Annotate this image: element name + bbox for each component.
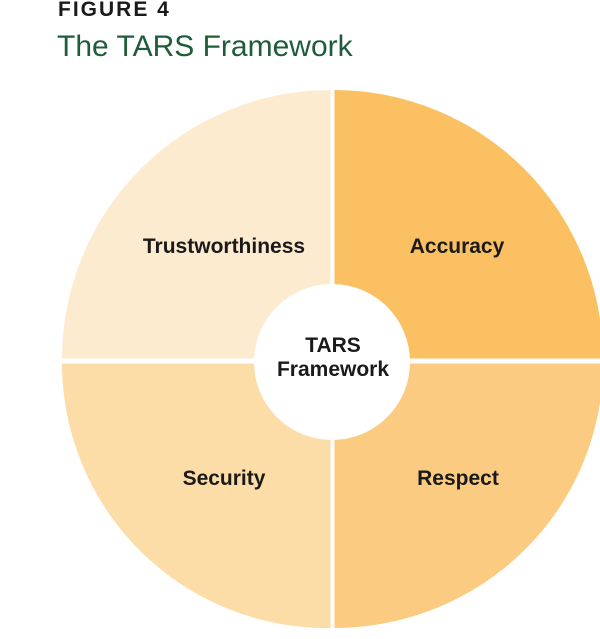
- quadrant-accuracy: [334, 90, 600, 359]
- quadrant-security: [61, 363, 331, 629]
- label-security: Security: [183, 467, 266, 490]
- center-circle: [254, 284, 410, 440]
- center-label-line2: Framework: [277, 358, 389, 381]
- quadrant-respect: [334, 363, 600, 628]
- quadrant-trustworthiness: [62, 90, 331, 359]
- label-respect: Respect: [417, 467, 499, 490]
- label-accuracy: Accuracy: [410, 235, 505, 258]
- label-trustworthiness: Trustworthiness: [143, 235, 305, 258]
- center-label-line1: TARS: [305, 334, 361, 357]
- figure-title: The TARS Framework: [57, 30, 353, 63]
- figure-label: FIGURE 4: [58, 0, 171, 21]
